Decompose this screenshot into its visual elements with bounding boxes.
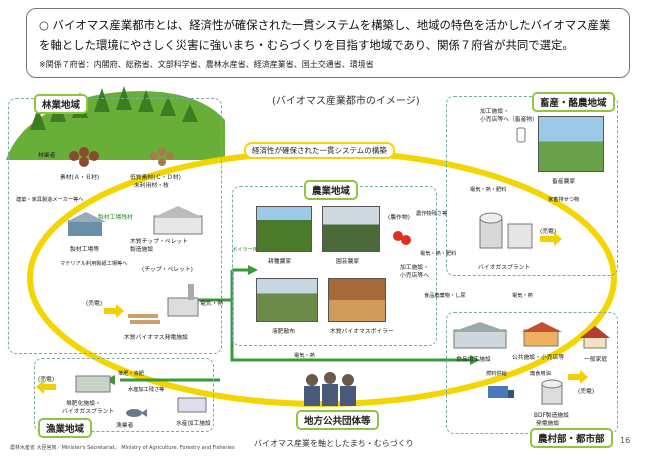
forestry-label: 林業地域 bbox=[34, 94, 89, 114]
fish-plant-caption-b: バイオガスプラント bbox=[62, 409, 115, 415]
public-facility-caption: 公共施設・小売店等 bbox=[512, 355, 565, 361]
livestock-flow-2: 家畜排せつ物 bbox=[548, 197, 580, 203]
field-caption: 耕種農家 bbox=[268, 259, 292, 265]
bdf-caption-b: 発電施設 bbox=[536, 421, 560, 427]
forester-caption: 林業者 bbox=[38, 153, 56, 159]
mill-residue: 製材工場残材 bbox=[98, 215, 133, 221]
food-waste: 食品廃棄物・し尿 bbox=[424, 293, 466, 299]
food-factory-icon bbox=[452, 322, 508, 349]
greenhouse-caption: 園芸農家 bbox=[336, 259, 360, 265]
bdf-plant-icon bbox=[541, 379, 563, 405]
tomato-icon bbox=[393, 231, 411, 245]
diagram-title: (バイオマス産業都市のイメージ) bbox=[272, 96, 420, 107]
livestock-processing-a: 加工施設・ bbox=[480, 109, 509, 115]
footer-source: 農林水産省 大臣官房／Minister's Secretariat， Minis… bbox=[10, 445, 235, 451]
power-plant-icon bbox=[167, 284, 199, 317]
livestock-farmer: 畜産農家 bbox=[552, 179, 576, 185]
home-caption: 一般家庭 bbox=[584, 357, 608, 363]
fuel-supply: 燃料供給 bbox=[486, 371, 507, 377]
rural-urban-label: 農村部・都市部 bbox=[530, 428, 613, 448]
mill-caption: 製材工場等 bbox=[70, 247, 99, 253]
timber-ab: 素材(Ａ・Ｂ材) bbox=[60, 175, 100, 181]
public-facility-icon bbox=[522, 322, 562, 347]
livestock-sell-power: (売電) bbox=[540, 229, 557, 235]
livestock-flow-1: 電気・熱・肥料 bbox=[470, 187, 507, 193]
livestock-power-heat: 電気・熱 bbox=[512, 293, 533, 299]
food-plant-caption: 食品加工施設 bbox=[456, 357, 491, 363]
agri-processing-a: 加工施設・ bbox=[400, 265, 429, 271]
greenhouse-photo bbox=[322, 206, 380, 252]
fishery-region bbox=[34, 358, 214, 432]
intro-box: ○ バイオマス産業都市とは、経済性が確保された一貫システムを構築し、地域の特色を… bbox=[26, 8, 630, 78]
agri-power-fert: 電気・熱・肥料 bbox=[420, 251, 457, 257]
fishery-fertilizer: 堆肥・液肥 bbox=[118, 371, 144, 377]
chip-pellet: (チップ・ペレット) bbox=[142, 267, 193, 273]
crops-label: (農作物) bbox=[388, 215, 410, 221]
boiler-photo bbox=[328, 278, 386, 322]
milk-bottle-icon bbox=[516, 127, 526, 143]
crop-residue: 農作物残さ等 bbox=[416, 211, 448, 217]
tanker-truck-icon bbox=[488, 386, 514, 398]
fishery-sell-power: (売電) bbox=[38, 377, 55, 383]
compost-caption: 液肥散布 bbox=[272, 329, 296, 335]
chip-plant-caption-b: 製造施設 bbox=[130, 247, 154, 253]
intro-line-2: を軸とした環境にやさしく災害に強いまち・むらづくりを目指す地域であり、関係７府省… bbox=[39, 38, 574, 52]
livestock-processing-b: 小売店等へ（畜産物） bbox=[480, 117, 538, 123]
cooking-oil: 廃食用油 bbox=[530, 371, 551, 377]
page-number: 16 bbox=[620, 436, 631, 445]
agriculture-label: 農業地域 bbox=[304, 180, 359, 200]
people-icon bbox=[304, 372, 356, 406]
fish-processing-icon bbox=[177, 397, 207, 413]
compost-plant-icon bbox=[75, 375, 111, 393]
forestry-region bbox=[8, 98, 222, 354]
agri-heat-power: 電気・熱 bbox=[294, 353, 315, 359]
log-piles bbox=[69, 147, 174, 167]
agri-processing-b: 小売店等へ bbox=[400, 273, 429, 279]
rural-sell-power: (売電) bbox=[578, 389, 595, 395]
livestock-label: 畜産・酪農地域 bbox=[532, 92, 615, 112]
intro-line-1: ○ バイオマス産業都市とは、経済性が確保された一貫システムを構築し、地域の特色を… bbox=[39, 18, 611, 32]
fish-waste: 水産加工残さ等 bbox=[128, 387, 165, 393]
boiler-caption: 木質バイオマスボイラー bbox=[330, 329, 394, 335]
timber-cd: 低質素材(Ｃ・Ｄ材) bbox=[130, 175, 181, 181]
system-label: 経済性が確保された一貫システムの構築 bbox=[244, 142, 395, 159]
fishery-label: 漁業地域 bbox=[38, 418, 93, 438]
bottom-caption: バイオマス産業を軸としたまち・むらづくり bbox=[254, 439, 414, 448]
unused-timber: 未利用材・枝 bbox=[134, 183, 169, 189]
fish-icon bbox=[126, 409, 147, 417]
biogas-plant-icon bbox=[479, 212, 533, 249]
bdf-caption-a: BDF製造施設 bbox=[534, 413, 569, 419]
compost-photo bbox=[256, 278, 318, 322]
forestry-power-heat: 電気・熱 bbox=[200, 301, 224, 307]
chip-plant-icon bbox=[152, 206, 204, 235]
fish-plant-caption-a: 堆肥化施設・ bbox=[66, 401, 101, 407]
field-photo bbox=[256, 206, 312, 252]
building-material: 建築・家具製造メーカー等へ bbox=[16, 197, 84, 203]
biogas-caption: バイオガスプラント bbox=[478, 265, 531, 271]
wood-pile-icon bbox=[128, 314, 160, 324]
fish-processing-caption: 水産加工施設 bbox=[176, 421, 211, 427]
ministries-note: ※関係７府省：内閣府、総務省、文部科学省、農林水産省、経済産業省、国土交通省、環… bbox=[39, 60, 374, 69]
fisher-caption: 漁業者 bbox=[116, 423, 134, 429]
dairy-farm-photo bbox=[538, 116, 604, 172]
sawmill-icon bbox=[66, 212, 106, 236]
house-icon bbox=[580, 326, 610, 349]
power-plant-caption: 木質バイオマス発電施設 bbox=[124, 335, 188, 341]
forestry-sell-power: (売電) bbox=[86, 301, 103, 307]
boiler-fuel: ボイラー用燃料 bbox=[232, 247, 269, 253]
chip-plant-caption-a: 木質チップ・ペレット bbox=[130, 239, 188, 245]
local-gov-label: 地方公共団体等 bbox=[296, 410, 379, 430]
material-use: マテリアル利用製紙工場等へ bbox=[60, 261, 128, 267]
